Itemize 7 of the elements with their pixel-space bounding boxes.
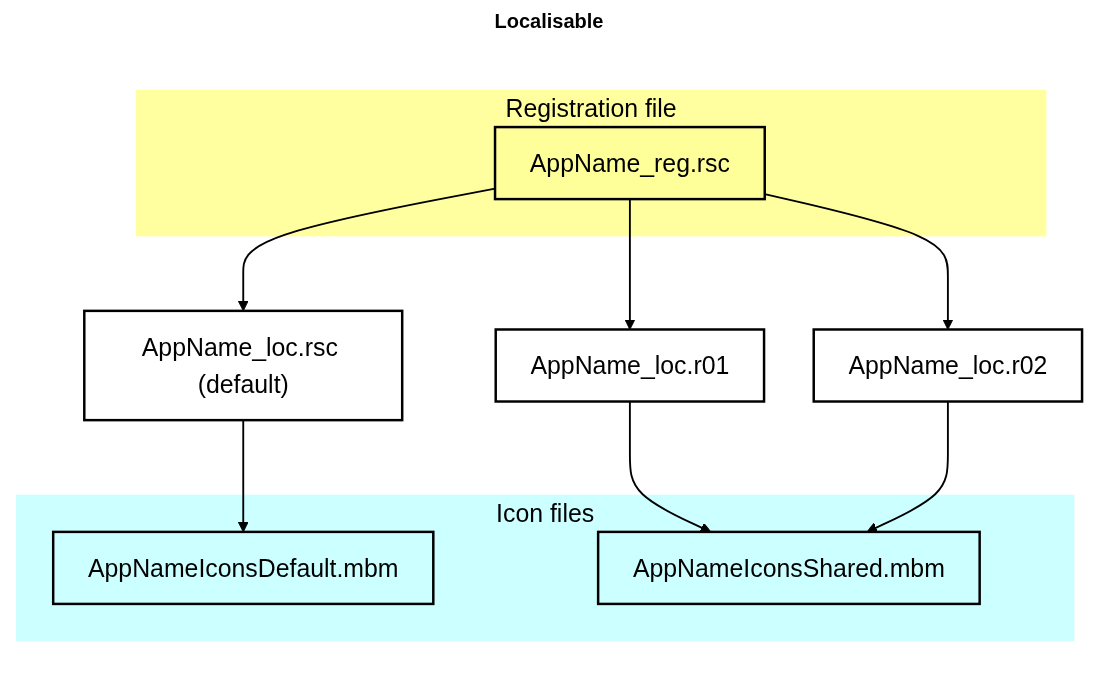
- node-box: AppName_loc.rsc (default): [83, 309, 404, 422]
- node-box: AppName_loc.r01: [494, 328, 766, 403]
- node-box: AppName_reg.rsc: [493, 125, 766, 201]
- section-heading: Localisable: [494, 10, 604, 32]
- node-box: AppNameIconsDefault.mbm: [51, 530, 435, 606]
- node-box: AppName_loc.r02: [812, 328, 1084, 403]
- node-box: AppNameIconsShared.mbm: [596, 530, 981, 606]
